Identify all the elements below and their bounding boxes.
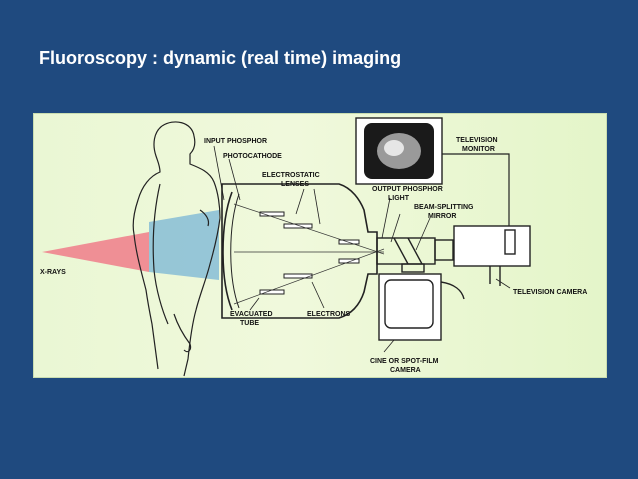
slide-title: Fluoroscopy : dynamic (real time) imagin…	[39, 48, 402, 68]
label-television: TELEVISION	[456, 137, 498, 144]
cine-camera	[378, 273, 465, 341]
xray-beam	[42, 232, 149, 272]
label-monitor: MONITOR	[462, 146, 495, 153]
monitor-cable	[442, 153, 510, 226]
label-television-camera: TELEVISION CAMERA	[513, 289, 587, 296]
diagram-svg: INPUT PHOSPHOR PHOTOCATHODE ELECTROSTATI…	[40, 117, 587, 377]
label-cine-or-spot-film: CINE OR SPOT-FILM	[370, 358, 439, 365]
patient-beam	[149, 210, 219, 280]
patient-figure	[132, 121, 221, 377]
label-mirror: MIRROR	[428, 213, 456, 220]
label-tube: TUBE	[240, 320, 259, 327]
electrostatic-lenses	[259, 211, 360, 295]
optical-assembly	[376, 237, 454, 273]
label-output-phosphor: OUTPUT PHOSPHOR	[372, 186, 443, 193]
television-monitor	[355, 117, 443, 185]
label-light: LIGHT	[388, 195, 410, 202]
label-input-phosphor: INPUT PHOSPHOR	[204, 138, 267, 145]
label-camera: CAMERA	[390, 367, 421, 374]
label-lenses: LENSES	[281, 181, 309, 188]
label-evacuated: EVACUATED	[230, 311, 273, 318]
label-photocathode: PHOTOCATHODE	[223, 153, 282, 160]
label-electrons: ELECTRONS	[307, 311, 351, 318]
label-x-rays: X-RAYS	[40, 269, 66, 276]
label-beam-splitting: BEAM-SPLITTING	[414, 204, 474, 211]
electron-paths	[233, 203, 385, 305]
leader-lines	[213, 145, 511, 353]
label-electrostatic: ELECTROSTATIC	[262, 172, 320, 179]
fluoroscopy-diagram: INPUT PHOSPHOR PHOTOCATHODE ELECTROSTATI…	[33, 113, 607, 378]
television-camera	[453, 225, 531, 286]
